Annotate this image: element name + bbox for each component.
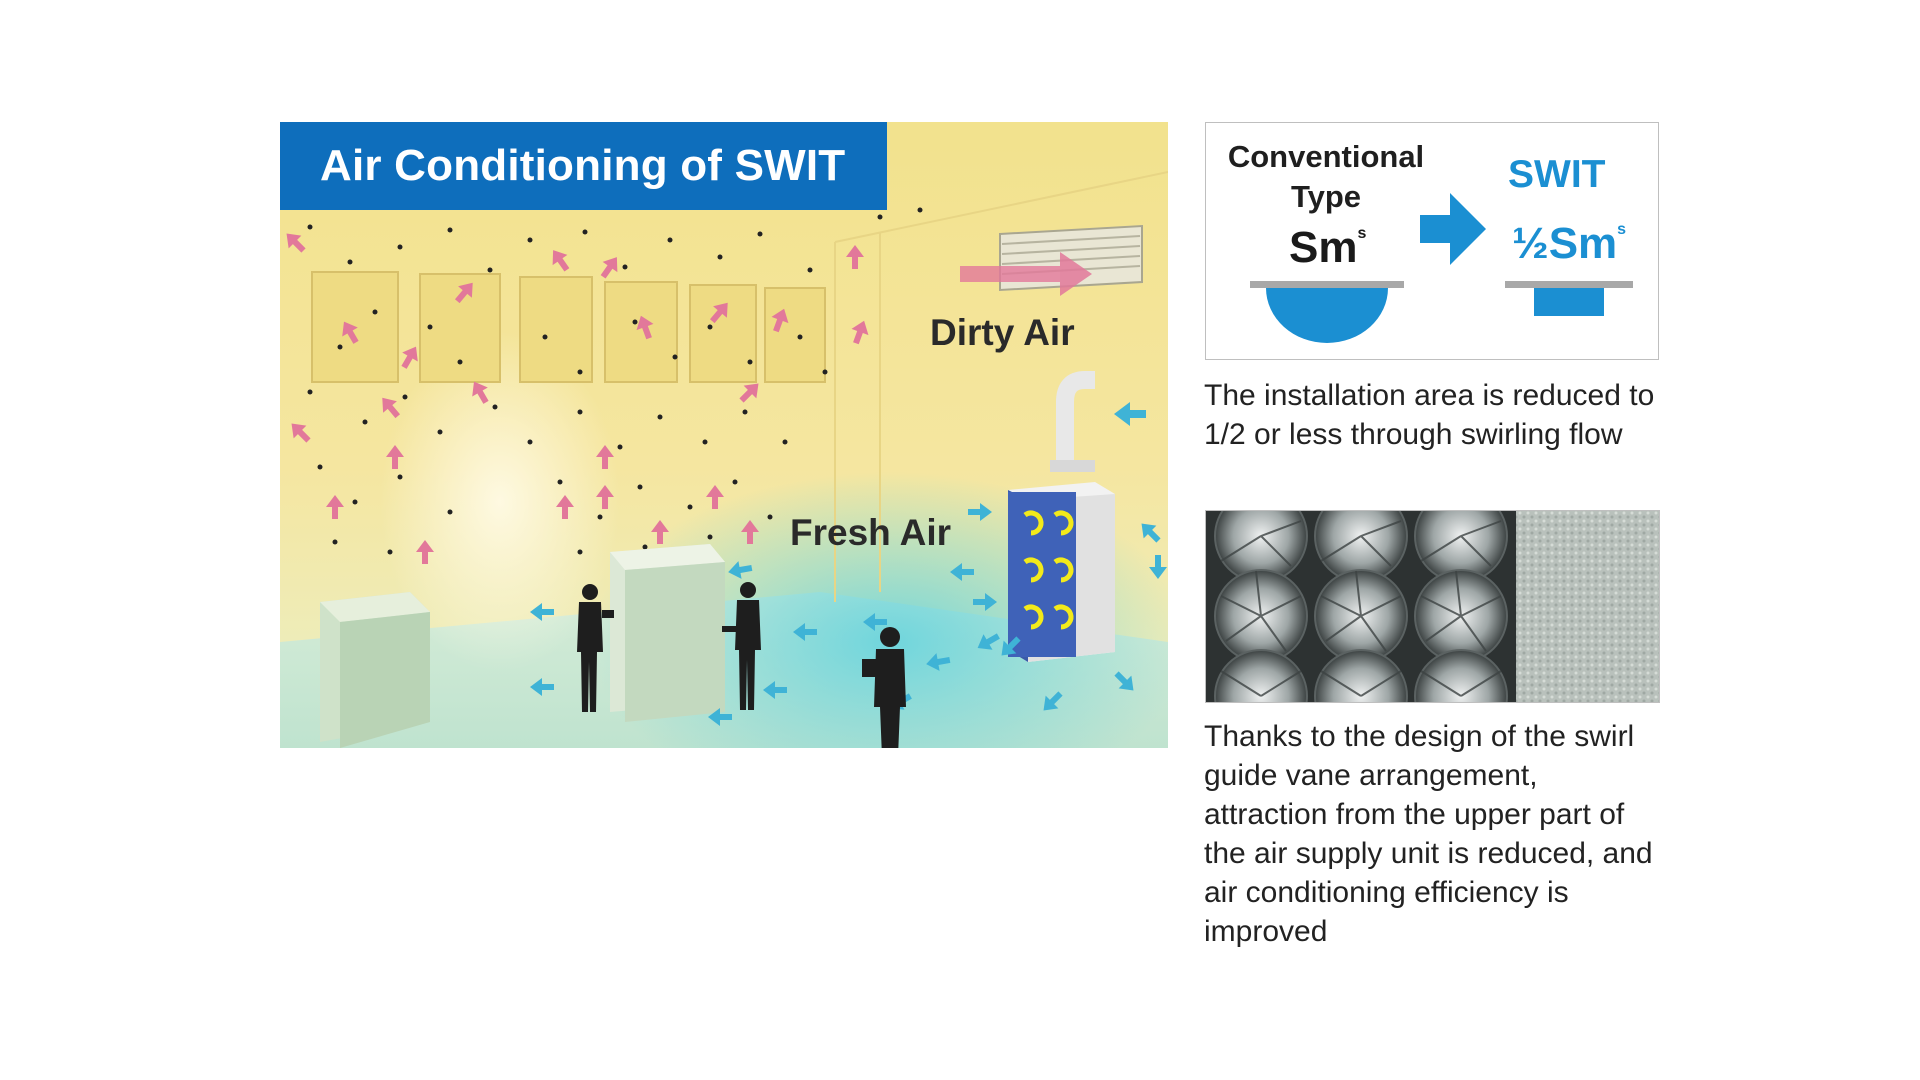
fresh-air-arrows <box>530 402 1167 726</box>
dirty-air-exit-arrow <box>960 252 1092 296</box>
swit-title: SWIT <box>1508 153 1606 196</box>
conventional-area-mark: s <box>1357 225 1367 242</box>
installation-area-comparison: Conventional Type Sms SWIT ½Sms <box>1205 122 1659 360</box>
swit-base-line <box>1505 281 1633 288</box>
room-scene <box>280 122 1168 748</box>
swirl-vane-image <box>1206 511 1659 702</box>
swit-air-supply-unit <box>1008 371 1115 662</box>
conventional-type-title: Conventional Type <box>1227 139 1425 214</box>
swirl-icon <box>1023 510 1074 630</box>
dirty-air-label: Dirty Air <box>930 312 1075 353</box>
dirty-air-arrows <box>286 233 869 564</box>
comparison-graphics <box>1250 193 1633 343</box>
scene-title-band: Air Conditioning of SWIT <box>280 122 887 210</box>
conventional-unit-shape <box>1266 288 1388 343</box>
installation-caption: The installation area is reduced to 1/2 … <box>1204 379 1655 451</box>
equipment-blocks <box>320 544 725 748</box>
scene-title: Air Conditioning of SWIT <box>320 141 846 190</box>
swit-unit-shape <box>1534 288 1604 316</box>
conventional-area-value: Sm <box>1289 223 1358 272</box>
people-silhouettes <box>577 582 906 748</box>
dust-particles <box>307 201 923 555</box>
fresh-air-label: Fresh Air <box>790 512 952 553</box>
swirl-vane-photo <box>1205 510 1660 703</box>
swit-airflow-illustration: Air Conditioning of SWIT Dirty Air Fresh… <box>280 122 1168 748</box>
conventional-area: Sms <box>1289 223 1366 273</box>
arrow-right-icon <box>1420 193 1486 265</box>
swit-area: ½Sms <box>1512 219 1626 269</box>
swit-area-mark: s <box>1617 221 1627 238</box>
efficiency-caption: Thanks to the design of the swirl guide … <box>1204 720 1653 948</box>
conventional-base-line <box>1250 281 1404 288</box>
swit-area-value: ½Sm <box>1512 219 1618 268</box>
